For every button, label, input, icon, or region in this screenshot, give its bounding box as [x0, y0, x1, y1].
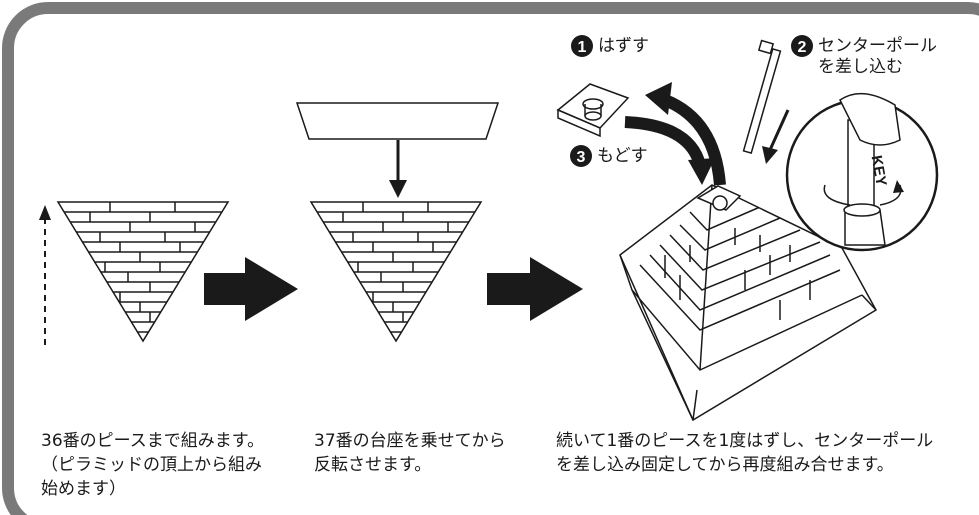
center-pole: [742, 39, 782, 154]
pyramid-3d: [619, 184, 878, 422]
caption-step-b: 37番の台座を乗せてから 反転させます。: [314, 431, 506, 475]
base-plate: [295, 102, 500, 140]
step-2-label: センターポール を差し込む: [818, 36, 937, 77]
key-detail-circle: [785, 92, 939, 252]
step-2-number: 2: [798, 39, 807, 56]
curved-arrow-remove: [662, 94, 726, 186]
step-2-marker: 2: [791, 35, 813, 57]
step-1-label: はずす: [598, 36, 649, 56]
right-arrow-2: [487, 257, 583, 321]
key-label: KEY: [868, 154, 890, 187]
down-arrow: [389, 180, 407, 198]
step-3-label: もどす: [597, 146, 648, 166]
step-3-number: 3: [577, 149, 586, 166]
step-1-number: 1: [578, 39, 587, 56]
caption-step-c: 続いて1番のピースを1度はずし、センターポール を差し込み固定してから再度組み合…: [556, 431, 934, 475]
capstone-piece: [556, 83, 630, 138]
step-1-marker: 1: [571, 35, 593, 57]
caption-step-a: 36番のピースまで組みます。 （ピラミッドの頂上から組み 始めます）: [41, 431, 265, 499]
inverted-pyramid-2: [309, 201, 483, 343]
inverted-pyramid-1: [56, 201, 230, 343]
pole-arrow: [762, 146, 778, 164]
step-3-marker: 3: [570, 145, 592, 167]
right-arrow-1: [204, 257, 298, 321]
curved-arrow-return: [624, 116, 706, 167]
